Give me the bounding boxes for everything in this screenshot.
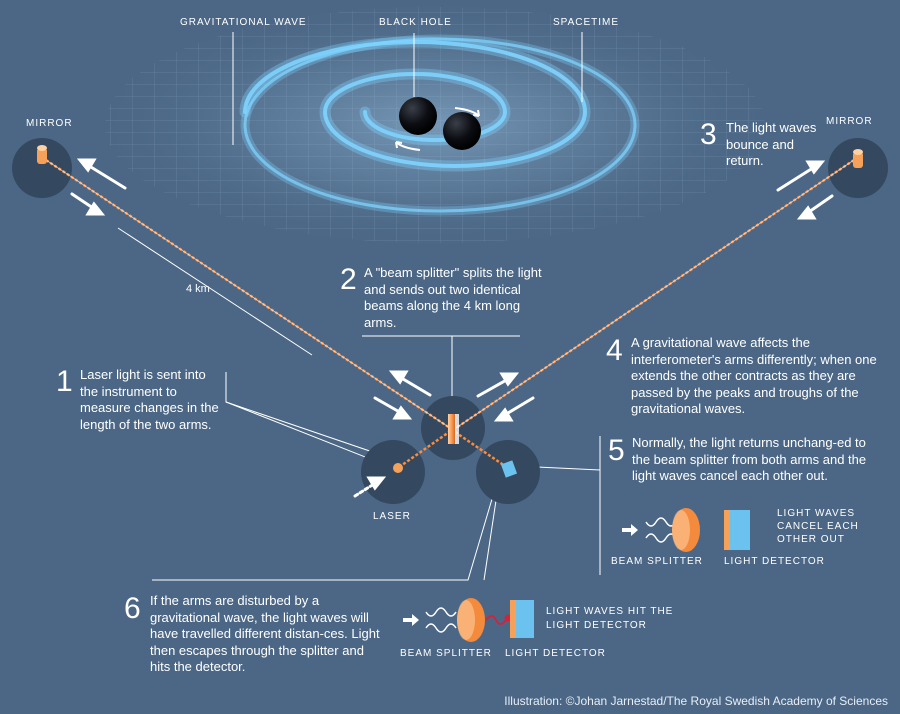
inset-normal-beam-splitter: BEAM SPLITTER xyxy=(611,556,703,567)
inset-disturbed-icons xyxy=(403,598,534,642)
label-laser: LASER xyxy=(373,511,411,522)
label-arm-length: 4 km xyxy=(186,283,210,295)
label-spacetime: SPACETIME xyxy=(553,17,620,28)
step-number: 3 xyxy=(700,118,717,151)
step-text: The light waves bounce and return. xyxy=(726,120,817,168)
step-number: 6 xyxy=(124,592,141,625)
label-gravitational-wave: GRAVITATIONAL WAVE xyxy=(180,17,307,28)
step-text: A "beam splitter" splits the light and s… xyxy=(364,265,542,330)
stations xyxy=(12,138,888,504)
interferometer-arms xyxy=(45,158,855,472)
gravitational-wave-spiral xyxy=(239,34,640,216)
step-number: 4 xyxy=(606,334,623,367)
inset-disturbed-result: LIGHT WAVES HIT THE LIGHT DETECTOR xyxy=(546,606,674,631)
step-text: A gravitational wave affects the interfe… xyxy=(631,335,877,416)
step-number: 5 xyxy=(608,434,625,467)
label-black-hole: BLACK HOLE xyxy=(379,17,452,28)
step-text: If the arms are disturbed by a gravitati… xyxy=(150,593,380,674)
inset-disturbed-light-detector: LIGHT DETECTOR xyxy=(505,648,606,659)
credit: Illustration: ©Johan Jarnestad/The Royal… xyxy=(504,694,888,708)
arrow-icon xyxy=(70,158,834,498)
inset-normal-light-detector: LIGHT DETECTOR xyxy=(724,556,825,567)
inset-disturbed-beam-splitter: BEAM SPLITTER xyxy=(400,648,492,659)
inset-normal-icons xyxy=(622,508,750,552)
label-mirror-right: MIRROR xyxy=(826,116,873,127)
black-hole-icon xyxy=(399,97,437,135)
spacetime-disc xyxy=(90,0,780,253)
step-text: Normally, the light returns unchang-ed t… xyxy=(632,435,867,483)
black-hole-icon xyxy=(443,112,481,150)
laser-icon xyxy=(393,463,403,473)
label-mirror-left: MIRROR xyxy=(26,118,73,129)
step-text: Laser light is sent into the instrument … xyxy=(80,367,219,432)
inset-normal-result: LIGHT WAVES CANCEL EACH OTHER OUT xyxy=(777,508,859,545)
step-number: 1 xyxy=(56,365,73,398)
step-number: 2 xyxy=(340,263,357,296)
light-detector-icon xyxy=(500,460,518,478)
label-leaders xyxy=(117,32,601,581)
mirror-icon xyxy=(37,145,47,164)
orbit-arrows xyxy=(395,107,480,151)
mirror-icon xyxy=(853,149,863,168)
beam-splitter-icon xyxy=(448,414,459,444)
